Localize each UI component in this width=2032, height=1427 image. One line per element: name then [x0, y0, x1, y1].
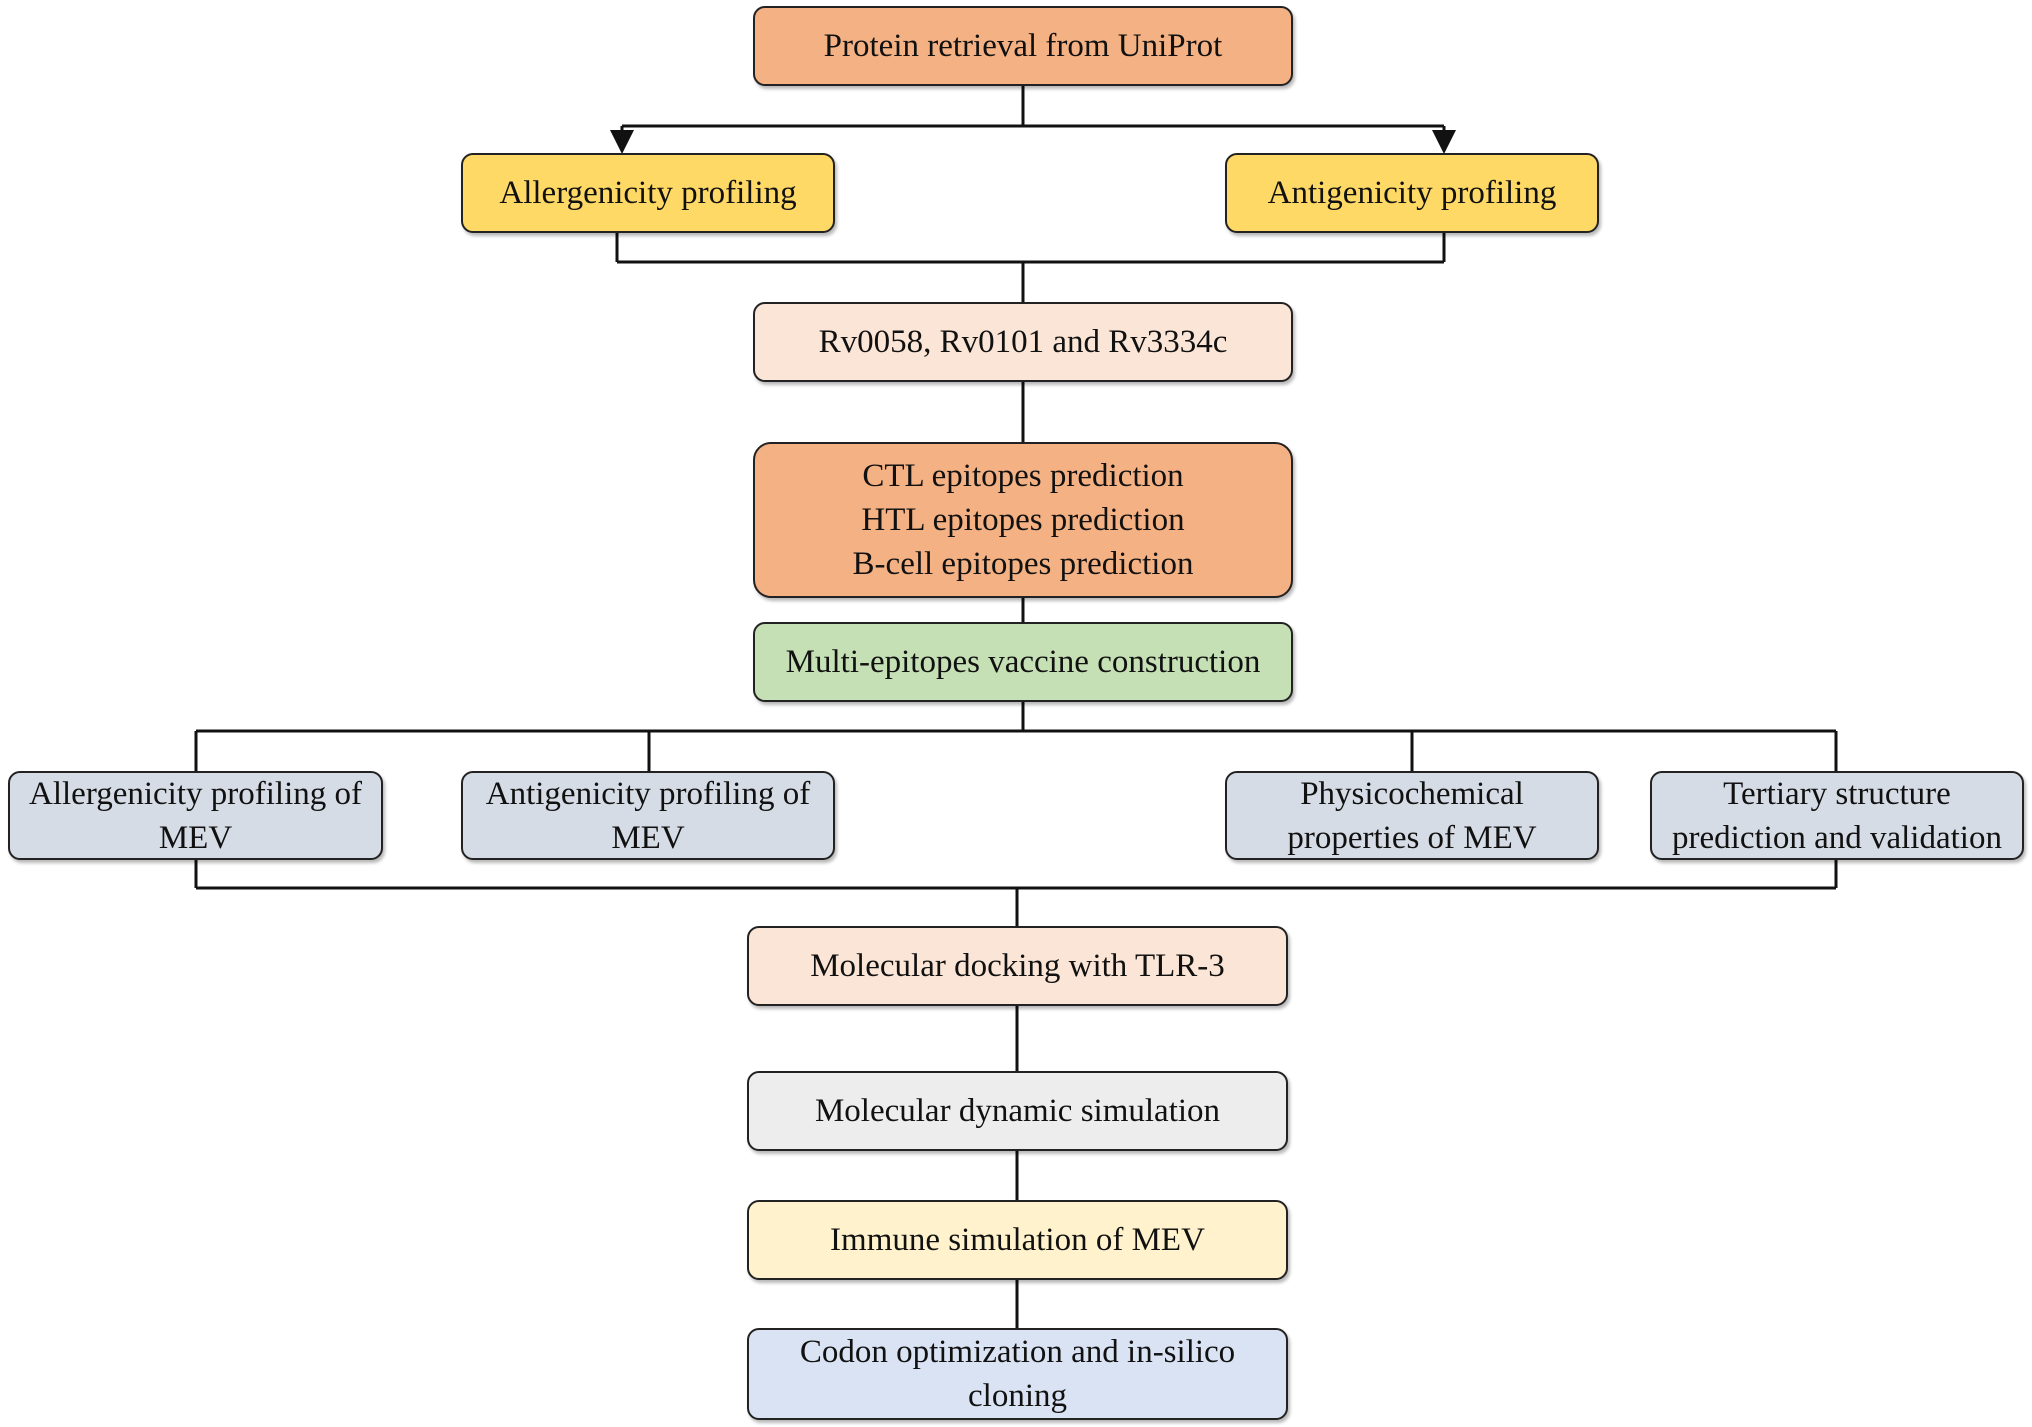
- node-label-line-1: Physicochemical: [1300, 775, 1524, 812]
- node-label: Molecular docking with TLR-3: [810, 948, 1225, 984]
- node-label: Immune simulation of MEV: [830, 1222, 1205, 1258]
- node-mev-allergenicity: Allergenicity profiling of MEV: [8, 771, 383, 860]
- node-label-line-2: MEV: [158, 819, 233, 856]
- node-label-line-2: prediction and validation: [1672, 819, 2002, 856]
- node-antigenicity-profiling: Antigenicity profiling: [1225, 153, 1599, 233]
- node-label-bcell: B-cell epitopes prediction: [852, 546, 1194, 582]
- node-vaccine-construction: Multi-epitopes vaccine construction: [753, 622, 1293, 702]
- node-selected-proteins: Rv0058, Rv0101 and Rv3334c: [753, 302, 1293, 382]
- node-label-line-1: Antigenicity profiling of: [485, 775, 811, 812]
- node-label-line-1: Codon optimization and in-silico: [799, 1334, 1236, 1370]
- node-label-line-2: cloning: [968, 1378, 1067, 1414]
- node-epitope-prediction: CTL epitopes prediction HTL epitopes pre…: [753, 442, 1293, 598]
- node-label-line-1: Tertiary structure: [1723, 775, 1951, 812]
- node-label: Rv0058, Rv0101 and Rv3334c: [818, 324, 1228, 360]
- node-label-line-2: properties of MEV: [1287, 819, 1537, 856]
- node-immune-simulation: Immune simulation of MEV: [747, 1200, 1288, 1280]
- node-allergenicity-profiling: Allergenicity profiling: [461, 153, 835, 233]
- node-label-htl: HTL epitopes prediction: [861, 502, 1185, 538]
- node-label-line-1: Allergenicity profiling of: [29, 775, 362, 812]
- node-mev-tertiary: Tertiary structure prediction and valida…: [1650, 771, 2024, 860]
- node-label: Protein retrieval from UniProt: [823, 28, 1223, 64]
- node-mev-physicochemical: Physicochemical properties of MEV: [1225, 771, 1599, 860]
- node-label-ctl: CTL epitopes prediction: [862, 458, 1184, 494]
- node-label: Antigenicity profiling: [1267, 175, 1557, 211]
- node-protein-retrieval: Protein retrieval from UniProt: [753, 6, 1293, 86]
- node-label-line-2: MEV: [611, 819, 685, 856]
- node-molecular-dynamics: Molecular dynamic simulation: [747, 1071, 1288, 1151]
- node-label: Molecular dynamic simulation: [814, 1093, 1221, 1129]
- node-label: Allergenicity profiling: [499, 175, 797, 211]
- node-label: Multi-epitopes vaccine construction: [785, 644, 1261, 680]
- node-codon-optimization: Codon optimization and in-silico cloning: [747, 1328, 1288, 1420]
- node-molecular-docking: Molecular docking with TLR-3: [747, 926, 1288, 1006]
- node-mev-antigenicity: Antigenicity profiling of MEV: [461, 771, 835, 860]
